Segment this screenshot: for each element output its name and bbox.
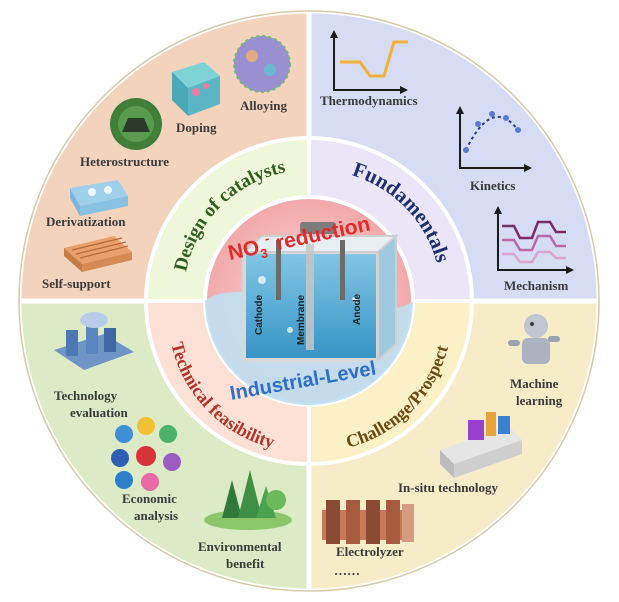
in-situ-instrument-illustration	[440, 412, 522, 478]
mechanism-label: Mechanism	[504, 278, 568, 293]
heterostructure-illustration	[110, 98, 162, 150]
alloying-illustration	[233, 35, 291, 93]
technology-evaluation-illustration	[54, 312, 134, 370]
mechanism-plot-illustration	[494, 206, 574, 274]
doping-illustration	[172, 62, 220, 116]
electrolyzer-cell-illustration: Cathode Membrane Anode	[241, 222, 399, 363]
doping-label: Doping	[176, 120, 217, 135]
anode-label: Anode	[352, 293, 363, 325]
machine-learning-robot-illustration	[508, 314, 560, 364]
learning-label: learning	[516, 393, 563, 408]
environmental-benefit-illustration	[204, 470, 292, 530]
self-support-label: Self-support	[42, 276, 111, 291]
self-support-illustration	[64, 236, 132, 272]
in-situ-label: In-situ technology	[398, 480, 499, 495]
economic-analysis-icons	[111, 417, 181, 491]
heterostructure-label: Heterostructure	[80, 154, 169, 169]
derivatization-label: Derivatization	[46, 214, 126, 229]
kinetics-label: Kinetics	[470, 178, 516, 193]
thermodynamics-label: Thermodynamics	[320, 93, 418, 108]
alloying-label: Alloying	[240, 98, 287, 113]
benefit-label: benefit	[226, 556, 265, 571]
environmental-label: Environmental	[198, 539, 282, 554]
kinetics-plot-illustration	[456, 106, 532, 172]
economic-label: Economic	[122, 491, 177, 506]
technology-label: Technology	[54, 388, 118, 403]
membrane-label: Membrane	[296, 295, 307, 345]
analysis-label: analysis	[134, 508, 178, 523]
derivatization-illustration	[70, 180, 128, 216]
electrolyzer-stack-illustration	[322, 500, 414, 544]
electrolyzer-label: Electrolyzer	[336, 544, 404, 559]
thermodynamics-plot-illustration	[330, 30, 408, 94]
evaluation-label: evaluation	[70, 405, 129, 420]
cathode-label: Cathode	[254, 295, 265, 335]
ellipsis-label: ……	[334, 563, 360, 578]
machine-label: Machine	[510, 376, 559, 391]
